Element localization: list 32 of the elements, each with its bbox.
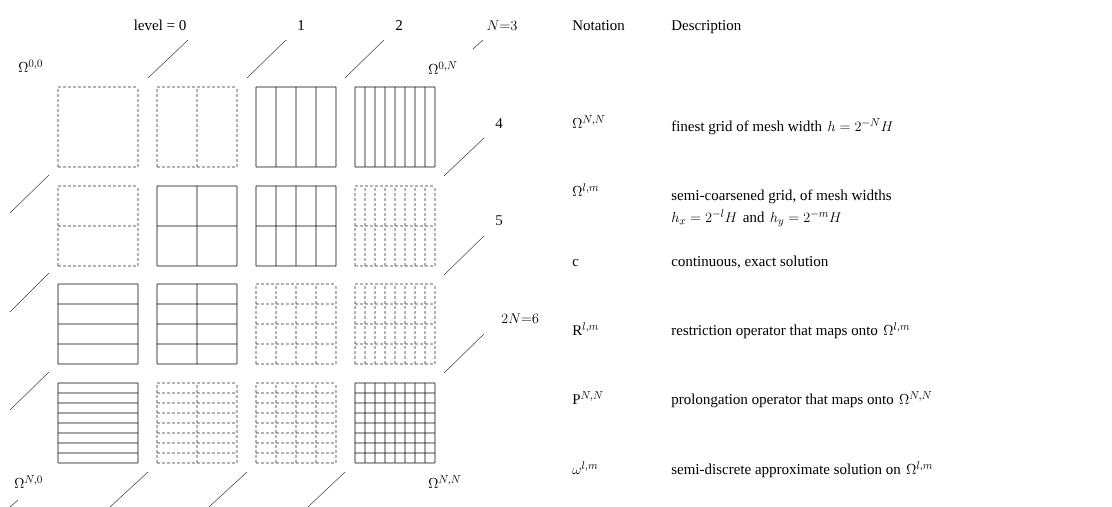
notation-symbol: $\omega^{l,m}$ (572, 461, 598, 475)
level-label: 4 (495, 118, 503, 128)
formula: $\Omega^{N,N}$ (899, 391, 932, 404)
level-label: level = 0 (134, 19, 186, 31)
level-label: 1 (298, 20, 304, 30)
corner-label: $\Omega^{0,N}$ (428, 61, 457, 74)
formula: $\Omega^{l,m}$ (883, 322, 910, 335)
notation-symbol: $\Omega^{l,m}$ (572, 183, 599, 196)
notation-symbol: c (572, 258, 579, 267)
level-label: $N{=}3$ (487, 20, 517, 31)
description-text: semi-discrete approximate solution on (671, 463, 901, 478)
formula: $\Omega^{l,m}$ (906, 461, 933, 474)
corner-label: $\Omega^{N,0}$ (14, 475, 42, 488)
notation-symbol: $\mathrm{R}^{l,m}$ (572, 322, 598, 335)
corner-label: $\Omega^{N,N}$ (428, 475, 461, 488)
corner-label: $\Omega^{0,0}$ (18, 59, 42, 72)
description-text: prolongation operator that maps onto (671, 393, 894, 408)
level-label: 2 (395, 20, 402, 30)
formula: $h=2^{-N}H$ (828, 118, 893, 132)
formula: $h_x=2^{-l}H$ (672, 209, 737, 225)
level-label: $2N{=}6$ (501, 313, 539, 324)
description-text: and (743, 211, 765, 223)
column-heading: Description (671, 20, 741, 34)
description-text: finest grid of mesh width (671, 120, 822, 135)
description-text: restriction operator that maps onto (671, 324, 878, 339)
level-label: 5 (496, 215, 503, 226)
description-text: continuous, exact solution (671, 255, 829, 269)
description-text: semi-coarsened grid, of mesh widths (671, 189, 892, 204)
notation-symbol: $\Omega^{N,N}$ (572, 115, 605, 128)
column-heading: Notation (572, 20, 625, 31)
notation-symbol: $\mathrm{P}^{N,N}$ (572, 391, 603, 404)
formula: $h_y=2^{-m}H$ (770, 211, 842, 227)
